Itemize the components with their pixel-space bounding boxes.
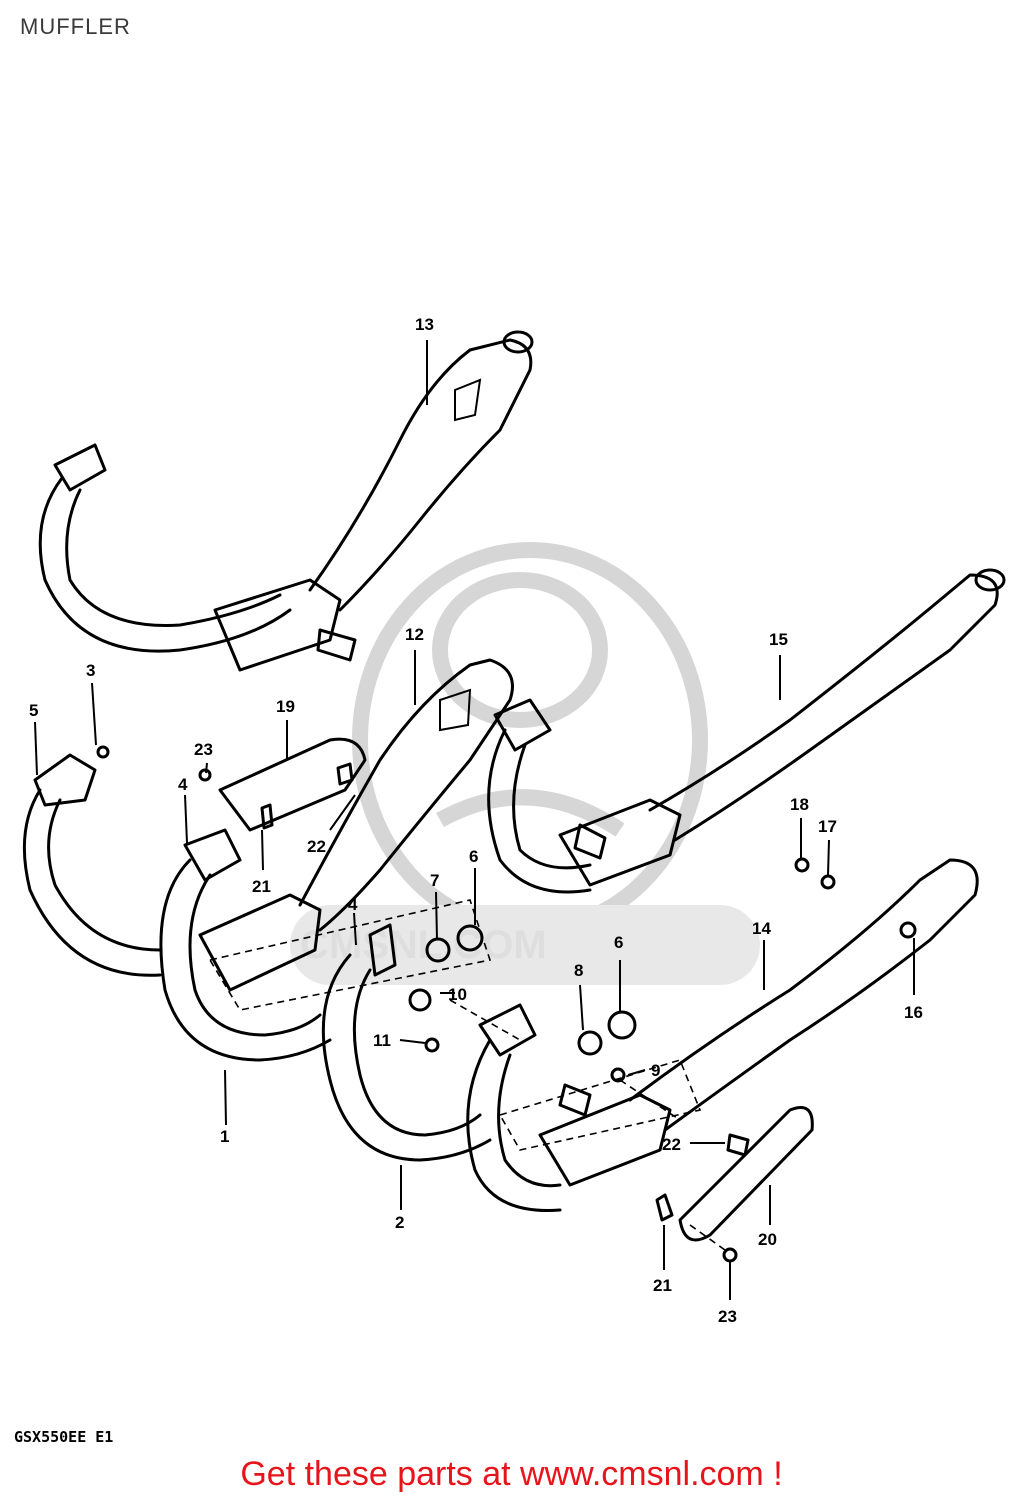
hardware-parts [96,745,917,1263]
callout-22-left: 22 [307,837,326,856]
callout-20: 20 [758,1230,777,1249]
muffler-assembly-12[interactable] [22,658,514,1011]
callout-21-left: 21 [252,877,271,896]
callout-6-upper: 6 [469,847,478,866]
callout-21-right: 21 [653,1276,672,1295]
bracket-19[interactable] [218,737,367,832]
muffler-assembly-13[interactable] [38,330,534,672]
callout-14: 14 [752,919,771,938]
callout-15: 15 [769,630,788,649]
callout-12: 12 [405,625,424,644]
muffler-assembly-14[interactable] [466,858,979,1212]
callout-10: 10 [448,985,467,1004]
callout-7: 7 [430,871,439,890]
callout-4-center: 4 [348,895,358,914]
callout-labels: 13 12 15 19 3 5 23 4 22 21 6 7 4 6 14 18… [29,315,923,1326]
callout-4-left: 4 [178,775,188,794]
callout-3: 3 [86,661,95,680]
callout-16: 16 [904,1003,923,1022]
callout-8: 8 [574,961,583,980]
callout-1: 1 [220,1127,229,1146]
watermark-text: CMSNL.COM [300,923,547,967]
page-title: MUFFLER [20,14,131,39]
callout-17: 17 [818,817,837,836]
callout-13: 13 [415,315,434,334]
callout-9: 9 [651,1061,660,1080]
callout-19: 19 [276,697,295,716]
callout-5: 5 [29,701,38,720]
callout-23-left: 23 [194,740,213,759]
leader-lines [34,340,915,1300]
watermark-logo: CMSNL.COM [290,542,760,985]
callout-18: 18 [790,795,809,814]
heat-shield-20[interactable] [678,1106,814,1242]
exhaust-pipe-1[interactable] [159,828,332,1062]
muffler-assembly-15[interactable] [487,568,1006,894]
exhaust-pipe-2[interactable] [321,923,492,1162]
diagram-code: GSX550EE E1 [14,1428,114,1446]
callout-2: 2 [395,1213,404,1232]
callout-22-right: 22 [662,1135,681,1154]
callout-11: 11 [373,1031,391,1050]
footer-link[interactable]: Get these parts at www.cmsnl.com ! [240,1455,783,1493]
callout-6-lower: 6 [614,933,623,952]
callout-23-right: 23 [718,1307,737,1326]
